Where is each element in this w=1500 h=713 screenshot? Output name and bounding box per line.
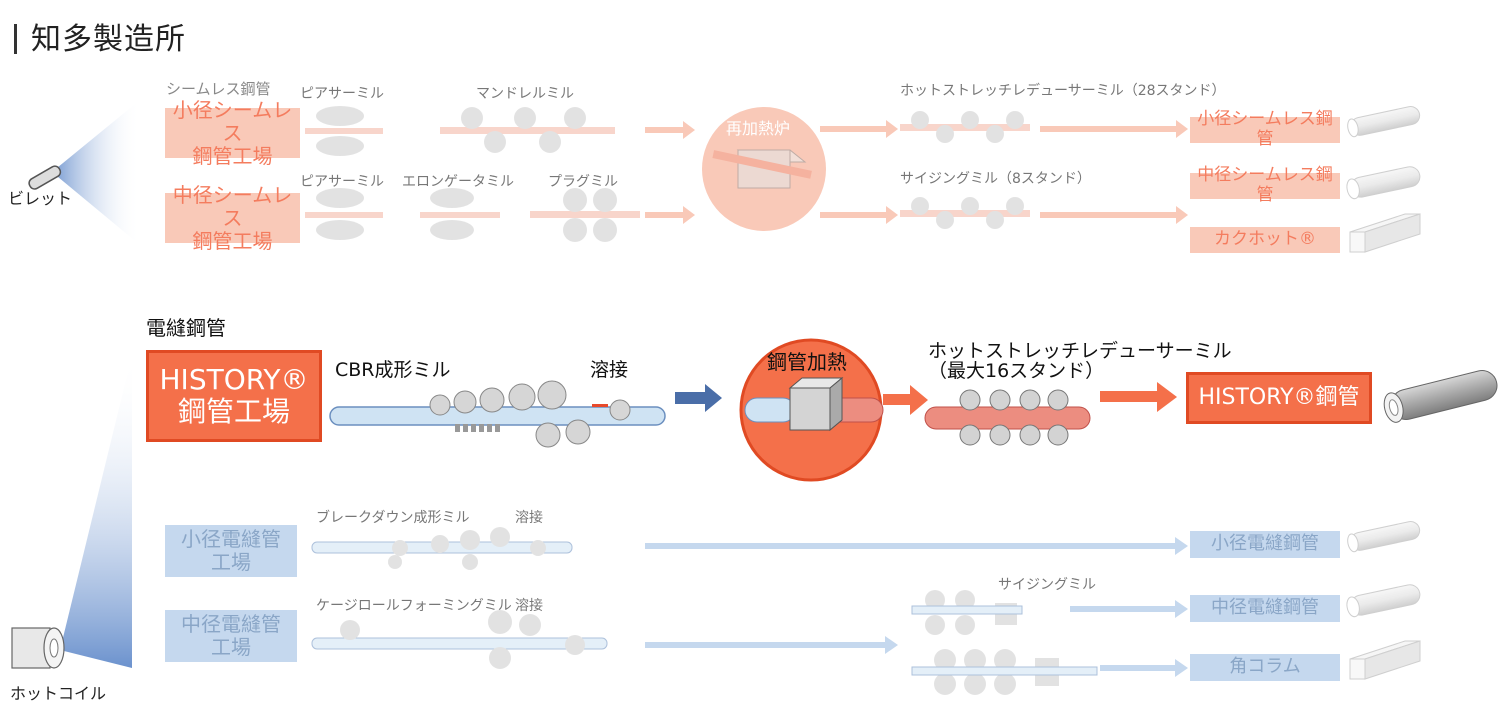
medium-seamless-plant: 中径シームレス 鋼管工場 xyxy=(165,183,300,252)
reheat-furnace-box xyxy=(712,149,812,189)
seamless-stretch-mill-label: ホットストレッチレデューサーミル（28スタンド） xyxy=(900,83,1226,99)
breakdown-mill-label: ブレークダウン成形ミル xyxy=(316,510,470,526)
plug-mill-label: プラグミル xyxy=(548,174,618,190)
hot-coil-label: ホットコイル xyxy=(10,684,107,703)
welding-label: 溶接 xyxy=(590,359,629,381)
product-medium-erw: 中径電縫鋼管 xyxy=(1190,595,1340,622)
welding-label-small: 溶接 xyxy=(515,510,543,526)
seamless-sizing-mill-label: サイジングミル（8スタンド） xyxy=(900,171,1091,187)
erw-equipment xyxy=(311,527,1098,695)
seamless-section-label: シームレス鋼管 xyxy=(166,80,271,98)
piercer-mill-label-1: ピアサーミル xyxy=(300,86,384,102)
seamless-equipment xyxy=(305,106,1030,242)
small-seamless-plant: 小径シームレス 鋼管工場 xyxy=(165,98,300,167)
product-history: HISTORY®鋼管 xyxy=(1186,372,1372,424)
billet-icon xyxy=(28,165,62,190)
cbr-small-rolls xyxy=(455,424,500,432)
medium-erw-plant: 中径電縫管 工場 xyxy=(165,610,297,662)
welding-label-medium: 溶接 xyxy=(515,598,543,614)
hsrm-tube xyxy=(924,406,1091,430)
cbr-rolls xyxy=(429,380,631,448)
product-square-column: 角コラム xyxy=(1190,654,1340,681)
piercer-mill-label-2: ピアサーミル xyxy=(300,174,384,190)
billet-beam xyxy=(52,100,140,245)
erw-sizing-mill-label: サイジングミル xyxy=(998,577,1096,593)
seamless-arrows xyxy=(645,120,1188,224)
product-small-erw: 小径電縫鋼管 xyxy=(1190,531,1340,558)
history-product-icon xyxy=(1383,370,1498,423)
flow-arrow-blue xyxy=(675,384,722,412)
history-stretch-mill-label: ホットストレッチレデューサーミル （最大16スタンド） xyxy=(928,340,1232,382)
mandrel-mill-label: マンドレルミル xyxy=(476,86,574,102)
coil-beam xyxy=(60,355,132,668)
hsrm-rolls xyxy=(959,389,1069,446)
hot-coil-icon xyxy=(11,627,65,669)
heating-label: 鋼管加熱 xyxy=(767,350,847,374)
product-small-seamless: 小径シームレス鋼管 xyxy=(1190,110,1340,149)
erw-arrows xyxy=(645,537,1188,677)
product-kakuhot: カクホット® xyxy=(1190,227,1340,253)
history-plant: HISTORY® 鋼管工場 xyxy=(146,350,322,442)
cage-mill-label: ケージロールフォーミングミル xyxy=(316,598,512,614)
reheat-furnace-label: 再加熱炉 xyxy=(726,119,791,138)
flow-arrows-red xyxy=(883,382,1177,415)
billet-label: ビレット xyxy=(8,189,73,208)
elongator-mill-label: エロンゲータミル xyxy=(402,174,514,190)
product-medium-seamless: 中径シームレス鋼管 xyxy=(1190,166,1340,205)
seamless-products-icons xyxy=(1346,106,1421,253)
page-title: 知多製造所 xyxy=(14,24,186,55)
title-bar xyxy=(14,24,17,54)
erw-products-icons xyxy=(1346,521,1421,680)
small-erw-plant: 小径電縫管 工場 xyxy=(165,525,297,577)
erw-section-label: 電縫鋼管 xyxy=(146,316,226,340)
cbr-mill-label: CBR成形ミル xyxy=(335,359,451,381)
